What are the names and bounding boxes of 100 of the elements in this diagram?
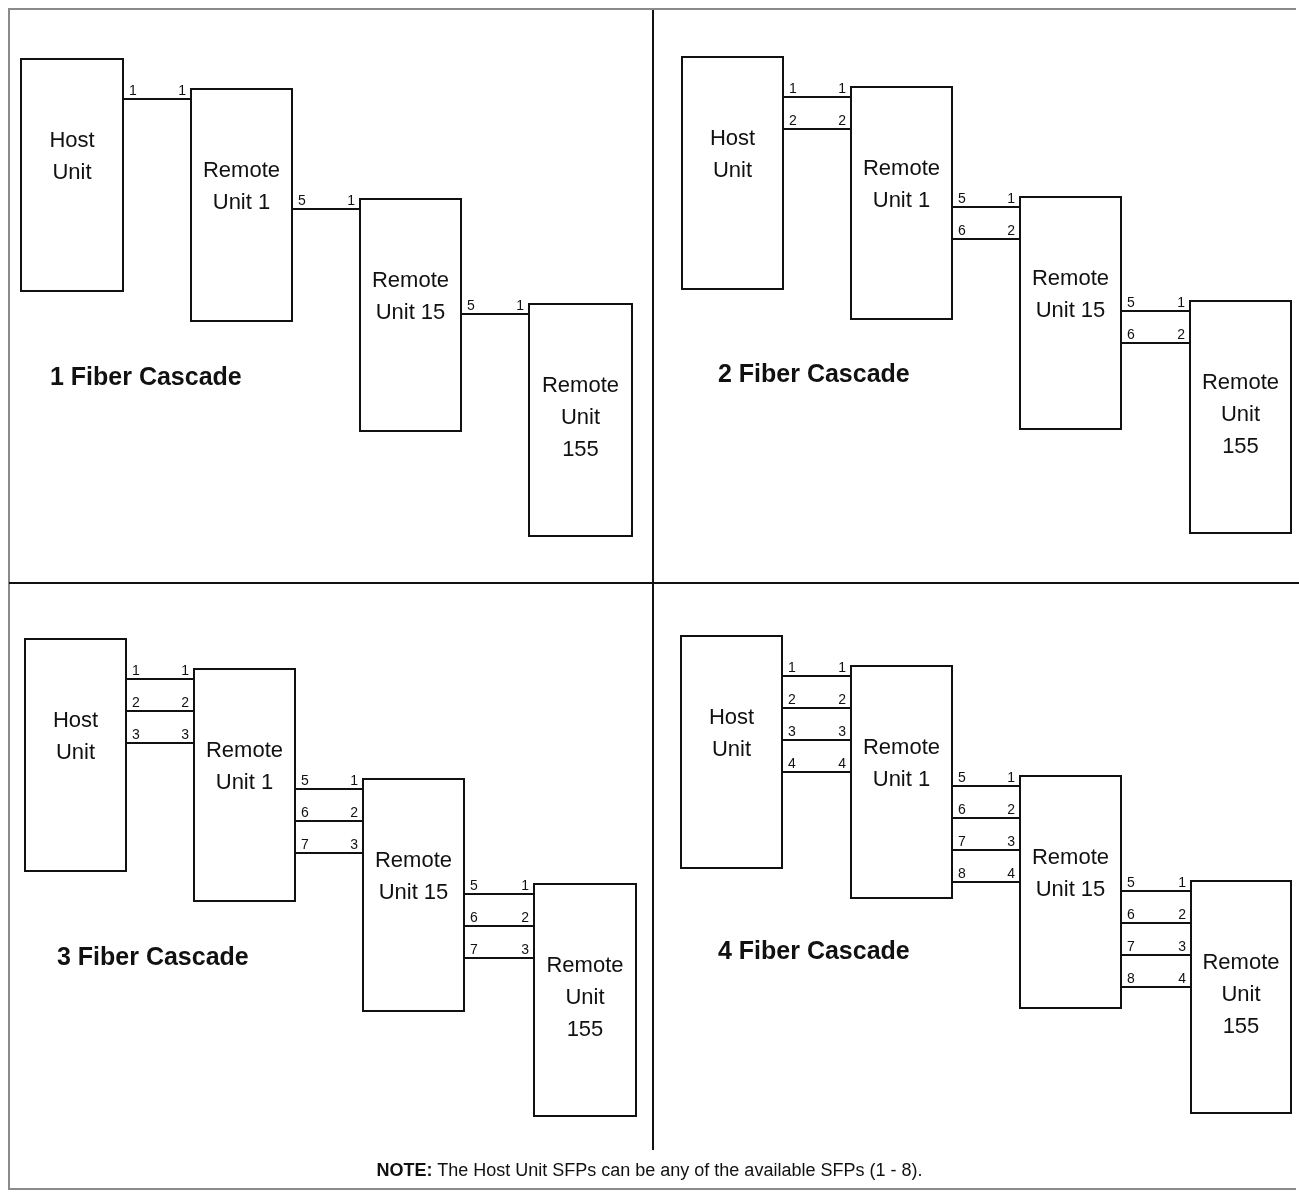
port-number: 1	[838, 659, 846, 675]
unit-box	[681, 56, 784, 290]
unit-label: Remote Unit 15	[1031, 843, 1109, 903]
port-number: 1	[516, 297, 524, 313]
port-number: 5	[1127, 294, 1135, 310]
fiber-line	[126, 678, 194, 680]
fiber-line	[952, 238, 1020, 240]
port-number: 6	[301, 804, 309, 820]
port-number: 1	[838, 80, 846, 96]
unit-label: Remote Unit 1	[862, 733, 940, 793]
fiber-line	[464, 925, 534, 927]
fiber-line	[123, 98, 191, 100]
port-number: 1	[1177, 294, 1185, 310]
cascade-title: 2 Fiber Cascade	[718, 359, 910, 388]
unit-box	[528, 303, 633, 537]
port-number: 8	[958, 865, 966, 881]
fiber-line	[782, 675, 851, 677]
port-number: 3	[181, 726, 189, 742]
unit-label: Remote Unit 1	[862, 154, 940, 214]
port-number: 6	[958, 222, 966, 238]
unit-label: Remote Unit 15	[1031, 264, 1109, 324]
fiber-line	[1121, 310, 1190, 312]
unit-label: Host Unit	[52, 706, 99, 766]
unit-label: Remote Unit 1	[205, 736, 283, 796]
port-number: 6	[470, 909, 478, 925]
fiber-line	[952, 817, 1020, 819]
port-number: 4	[1178, 970, 1186, 986]
fiber-line	[464, 957, 534, 959]
fiber-line	[952, 881, 1020, 883]
port-number: 1	[521, 877, 529, 893]
fiber-line	[295, 820, 363, 822]
fiber-line	[1121, 954, 1191, 956]
port-number: 6	[1127, 326, 1135, 342]
fiber-line	[952, 206, 1020, 208]
port-number: 5	[467, 297, 475, 313]
port-number: 1	[1178, 874, 1186, 890]
fiber-line	[1121, 922, 1191, 924]
port-number: 3	[132, 726, 140, 742]
fiber-line	[295, 788, 363, 790]
port-number: 1	[789, 80, 797, 96]
port-number: 4	[788, 755, 796, 771]
unit-box	[190, 88, 293, 322]
unit-label: Remote Unit 155	[1201, 368, 1279, 460]
unit-label: Host Unit	[709, 124, 756, 184]
port-number: 2	[789, 112, 797, 128]
fiber-line	[292, 208, 360, 210]
fiber-line	[782, 771, 851, 773]
port-number: 1	[129, 82, 137, 98]
port-number: 5	[1127, 874, 1135, 890]
fiber-line	[952, 785, 1020, 787]
port-number: 4	[1007, 865, 1015, 881]
cascade-title: 3 Fiber Cascade	[57, 942, 249, 971]
port-number: 7	[958, 833, 966, 849]
port-number: 7	[301, 836, 309, 852]
port-number: 1	[350, 772, 358, 788]
unit-label: Remote Unit 15	[374, 846, 452, 906]
fiber-line	[461, 313, 529, 315]
unit-box	[193, 668, 296, 902]
port-number: 2	[1007, 222, 1015, 238]
port-number: 4	[838, 755, 846, 771]
port-number: 8	[1127, 970, 1135, 986]
fiber-line	[783, 128, 851, 130]
port-number: 2	[132, 694, 140, 710]
unit-box	[24, 638, 127, 872]
port-number: 6	[1127, 906, 1135, 922]
unit-label: Host Unit	[708, 703, 755, 763]
unit-box	[850, 86, 953, 320]
port-number: 5	[958, 769, 966, 785]
port-number: 2	[521, 909, 529, 925]
port-number: 1	[347, 192, 355, 208]
port-number: 3	[838, 723, 846, 739]
fiber-line	[1121, 890, 1191, 892]
port-number: 2	[1178, 906, 1186, 922]
port-number: 5	[470, 877, 478, 893]
port-number: 3	[350, 836, 358, 852]
unit-label: Remote Unit 155	[541, 371, 619, 463]
cascade-title: 1 Fiber Cascade	[50, 362, 242, 391]
port-number: 1	[788, 659, 796, 675]
unit-box	[533, 883, 637, 1117]
note-text: NOTE: The Host Unit SFPs can be any of the available SFPs (1 - 8).	[375, 1160, 924, 1181]
port-number: 2	[1177, 326, 1185, 342]
unit-label: Remote Unit 155	[1202, 948, 1280, 1040]
port-number: 2	[1007, 801, 1015, 817]
unit-label: Remote Unit 1	[202, 156, 280, 216]
port-number: 5	[298, 192, 306, 208]
port-number: 1	[1007, 190, 1015, 206]
port-number: 2	[838, 112, 846, 128]
unit-box	[850, 665, 953, 899]
fiber-line	[782, 707, 851, 709]
port-number: 2	[181, 694, 189, 710]
fiber-line	[782, 739, 851, 741]
port-number: 1	[178, 82, 186, 98]
port-number: 5	[301, 772, 309, 788]
port-number: 1	[1007, 769, 1015, 785]
unit-box	[1189, 300, 1292, 534]
fiber-line	[126, 742, 194, 744]
fiber-line	[783, 96, 851, 98]
unit-box	[359, 198, 462, 432]
port-number: 2	[838, 691, 846, 707]
port-number: 3	[521, 941, 529, 957]
